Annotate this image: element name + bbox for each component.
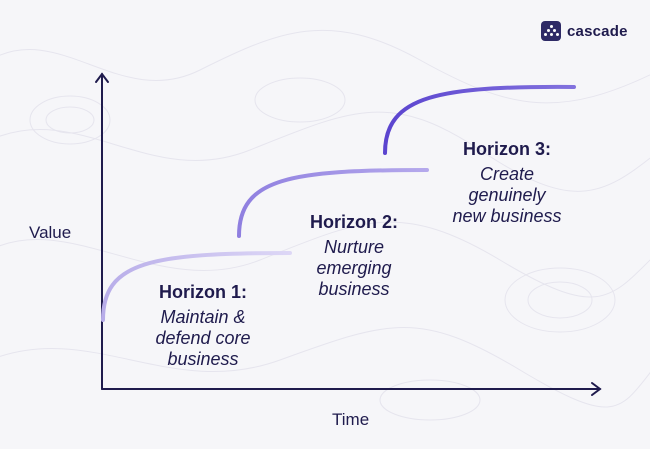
- horizon-2-label: Horizon 2: Nurture emerging business: [289, 211, 419, 300]
- axes: [95, 72, 602, 396]
- y-axis-label: Value: [29, 223, 72, 242]
- horizon-3-label: Horizon 3: Create genuinely new business: [432, 138, 582, 227]
- brand-logo: cascade: [541, 20, 628, 42]
- horizon-1-label: Horizon 1: Maintain & defend core busine…: [138, 281, 268, 370]
- x-axis-label: Time: [332, 410, 370, 429]
- horizon-1-curve: [101, 251, 292, 322]
- cascade-logo-icon: [541, 21, 561, 41]
- topographic-background: [0, 29, 650, 421]
- horizon-2-curve: [237, 168, 429, 238]
- x-axis-arrow-icon: [591, 382, 602, 396]
- horizon-2-title: Horizon 2:: [310, 212, 398, 232]
- horizon-1-description: Maintain & defend core business: [155, 307, 251, 369]
- y-axis-arrow-icon: [95, 72, 109, 83]
- horizon-1-title: Horizon 1:: [159, 282, 247, 302]
- horizon-3-title: Horizon 3:: [463, 139, 551, 159]
- brand-name: cascade: [567, 22, 628, 40]
- horizon-2-description: Nurture emerging business: [316, 237, 392, 299]
- horizon-3-curve: [383, 84, 576, 155]
- horizon-3-description: Create genuinely new business: [452, 164, 562, 226]
